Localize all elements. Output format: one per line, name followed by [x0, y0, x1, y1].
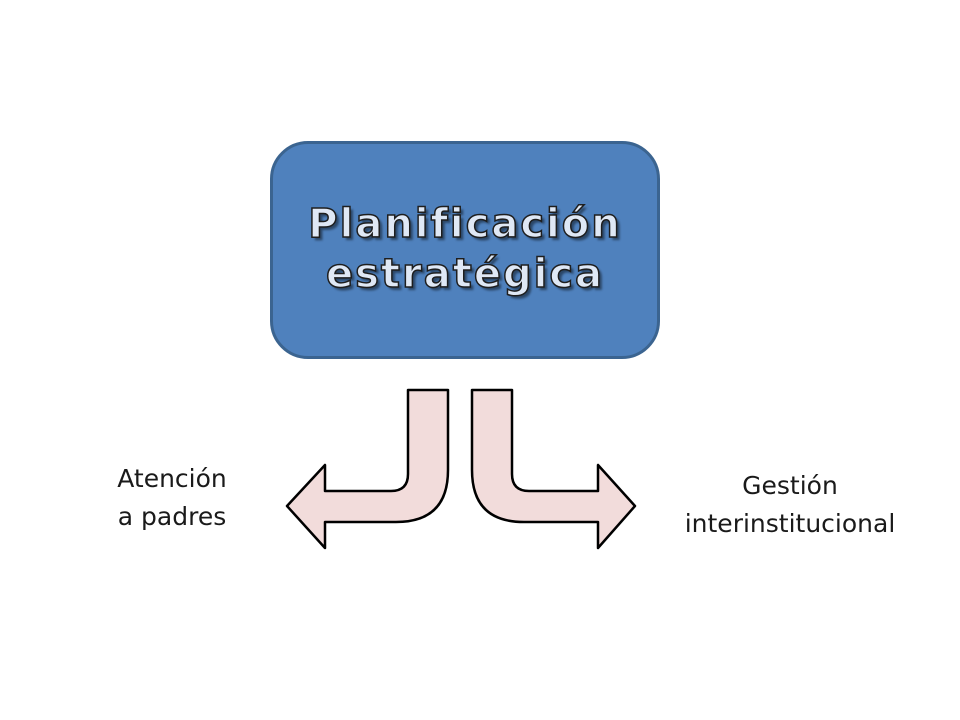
label-parent-attention: Atención a padres: [117, 464, 227, 531]
label-interinstitutional-management: Gestión interinstitucional: [684, 471, 896, 538]
bent-arrow-right[interactable]: [470, 388, 637, 550]
planning-node-box[interactable]: Planificación estratégica: [270, 141, 660, 359]
bent-arrow-left[interactable]: [285, 388, 450, 550]
planning-node-title: Planificación estratégica: [308, 200, 622, 298]
